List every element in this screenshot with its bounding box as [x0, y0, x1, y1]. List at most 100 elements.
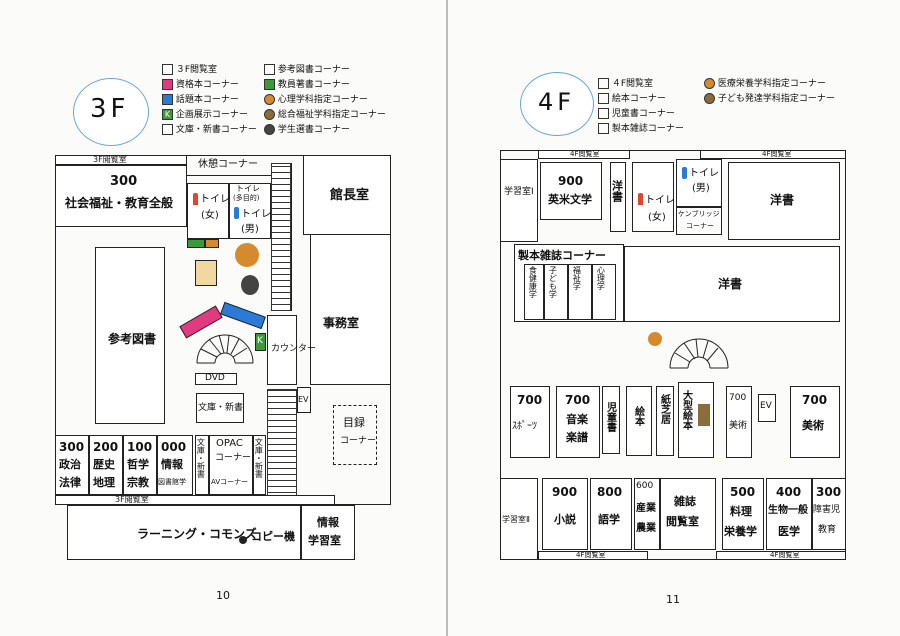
- label-social-num: 300: [110, 174, 138, 189]
- legend-label: 資格本コーナー: [175, 80, 239, 90]
- spiral-stairs-4f: [669, 338, 729, 369]
- floor-badge-3f: [73, 78, 149, 146]
- label-novel: 小説: [554, 513, 576, 526]
- label-shelf-num: 000: [161, 440, 187, 454]
- label-bunko-v: 文庫・新書: [196, 438, 206, 478]
- study-room-1: [500, 159, 538, 242]
- label-reading-top-2: 4F閲覧室: [762, 150, 792, 158]
- label-picture: 絵本: [632, 406, 644, 426]
- floor-label: 3F: [90, 94, 130, 124]
- label-reading-bot-2: 4F閲覧室: [770, 551, 800, 559]
- mascot-icon: [704, 93, 715, 104]
- magazine-reading-room: [660, 478, 716, 550]
- legend-label: 参考図書コーナー: [277, 65, 350, 75]
- label-shelf-l2: 法律: [59, 476, 81, 489]
- cambridge-corner: [676, 207, 722, 235]
- label-bunko-v2: 文庫・新書: [254, 438, 264, 478]
- room-social-welfare: [55, 165, 187, 227]
- page-spine: [446, 0, 448, 636]
- label-opac-2: コーナー: [215, 453, 252, 463]
- label-cambridge-2: コーナー: [686, 222, 714, 230]
- label-shelf-l1: 哲学: [127, 458, 149, 471]
- floor-plan-4f: 4F閲覧室 4F閲覧室 学習室Ⅰ 900 英米文学 洋書 トイレ (女) トイレ…: [500, 150, 850, 570]
- legend-item: ３F閲覧室: [162, 64, 217, 76]
- floor-label: 4F: [538, 88, 576, 116]
- legend-item: 資格本コーナー: [162, 79, 239, 91]
- label-rest-corner: 休憩コーナー: [198, 159, 258, 170]
- legend-item: 文庫・新書コーナー: [162, 124, 257, 136]
- shelf-cooking: [722, 478, 764, 550]
- mascot-icon: [264, 124, 275, 135]
- label-shelf-num: 100: [127, 440, 153, 454]
- label-office: 事務室: [323, 316, 360, 330]
- label-children: 児童書: [604, 402, 616, 432]
- legend-item: ４F閲覧室: [598, 78, 653, 90]
- shelf-english-lit: [540, 162, 602, 220]
- page-number-right: 11: [666, 593, 680, 606]
- legend-label: 総合福祉学科指定コーナー: [277, 110, 386, 120]
- reading-strip-top: [55, 155, 187, 165]
- elevator: [297, 387, 311, 413]
- legend-swatch: K: [162, 109, 173, 120]
- label-toilet-m-sub: (男): [241, 224, 259, 235]
- label-ind-2: 農業: [636, 523, 656, 534]
- label-shelf-l2: 宗教: [127, 476, 149, 489]
- legend-item: 児童書コーナー: [598, 108, 675, 120]
- label-reading-bot-1: 4F閲覧室: [576, 551, 606, 559]
- shelf-300: [55, 435, 89, 495]
- label-reference: 参考図書: [108, 332, 157, 346]
- catalog-corner: [333, 405, 377, 465]
- spiral-stairs: [196, 334, 254, 364]
- shelf-music: [556, 386, 600, 458]
- label-shelf-l1: 歴史: [93, 458, 115, 471]
- shelf-foreign-1: [728, 162, 840, 240]
- elevator-4f: [758, 394, 776, 422]
- label-art: 美術: [802, 419, 824, 432]
- mascot-icon: [264, 109, 275, 120]
- label-lang-num: 800: [597, 485, 623, 499]
- label-shelf-num: 300: [59, 440, 85, 454]
- shelf-novel: [542, 478, 588, 550]
- mascot-icon: [264, 94, 275, 105]
- label-ev: EV: [298, 395, 309, 404]
- left-page: 3F ３F閲覧室 資格本コーナー 話題本コーナー K 企画展示コーナー 文庫・新…: [0, 0, 446, 636]
- legend-label: 子ども発達学科指定コーナー: [717, 94, 835, 104]
- label-kamishibai: 紙芝居: [658, 394, 670, 424]
- room-office: [310, 235, 391, 385]
- legend-item: 学生選書コーナー: [264, 124, 350, 136]
- label-foreign-v: 洋書: [610, 180, 624, 202]
- legend-swatch: [598, 78, 609, 89]
- legend-label: 企画展示コーナー: [175, 110, 248, 120]
- shelf-200: [89, 435, 123, 495]
- label-3f-reading-bottom: 3F閲覧室: [115, 495, 149, 504]
- label-music-2: 楽譜: [566, 431, 588, 444]
- shelf-sports: [510, 386, 550, 458]
- label-magazine-2: 閲覧室: [666, 515, 699, 528]
- legend-label: 絵本コーナー: [611, 94, 666, 104]
- label-3f-reading-top: 3F閲覧室: [93, 155, 127, 164]
- label-bound-mag: 製本雑誌コーナー: [518, 249, 606, 262]
- shelf-bunko: [196, 393, 244, 423]
- label-cook-num: 500: [730, 485, 756, 499]
- label-shelf-num: 200: [93, 440, 119, 454]
- bound-col: [524, 264, 544, 320]
- label-cook-2: 栄養学: [724, 525, 757, 538]
- label-music-1: 音楽: [566, 413, 588, 426]
- shelf-teacher-books: [187, 239, 205, 248]
- label-eng-num: 900: [558, 174, 584, 188]
- reading-strip-bottom-1: [538, 551, 648, 560]
- legend-3f: ３F閲覧室 資格本コーナー 話題本コーナー K 企画展示コーナー 文庫・新書コー…: [162, 62, 392, 142]
- info-study-room: [301, 505, 355, 560]
- legend-label: 教員著書コーナー: [277, 80, 350, 90]
- shelf-children: [602, 386, 620, 454]
- shelf-row-bottom: 300 政治 法律 200 歴史 地理 100 哲学 宗教 000 情報 図書館…: [55, 435, 195, 495]
- shelf-foreign-2: [624, 246, 840, 322]
- toilet-men-icon: [234, 207, 239, 219]
- learning-commons: [67, 505, 301, 560]
- label-reading-top-1: 4F閲覧室: [570, 150, 600, 158]
- label-opac-1: OPAC: [216, 438, 243, 449]
- shelf-exhibition: [255, 333, 266, 351]
- label-eng: 英米文学: [548, 193, 592, 206]
- bound-col: [568, 264, 592, 320]
- shelf-bunko-v2: [253, 435, 266, 495]
